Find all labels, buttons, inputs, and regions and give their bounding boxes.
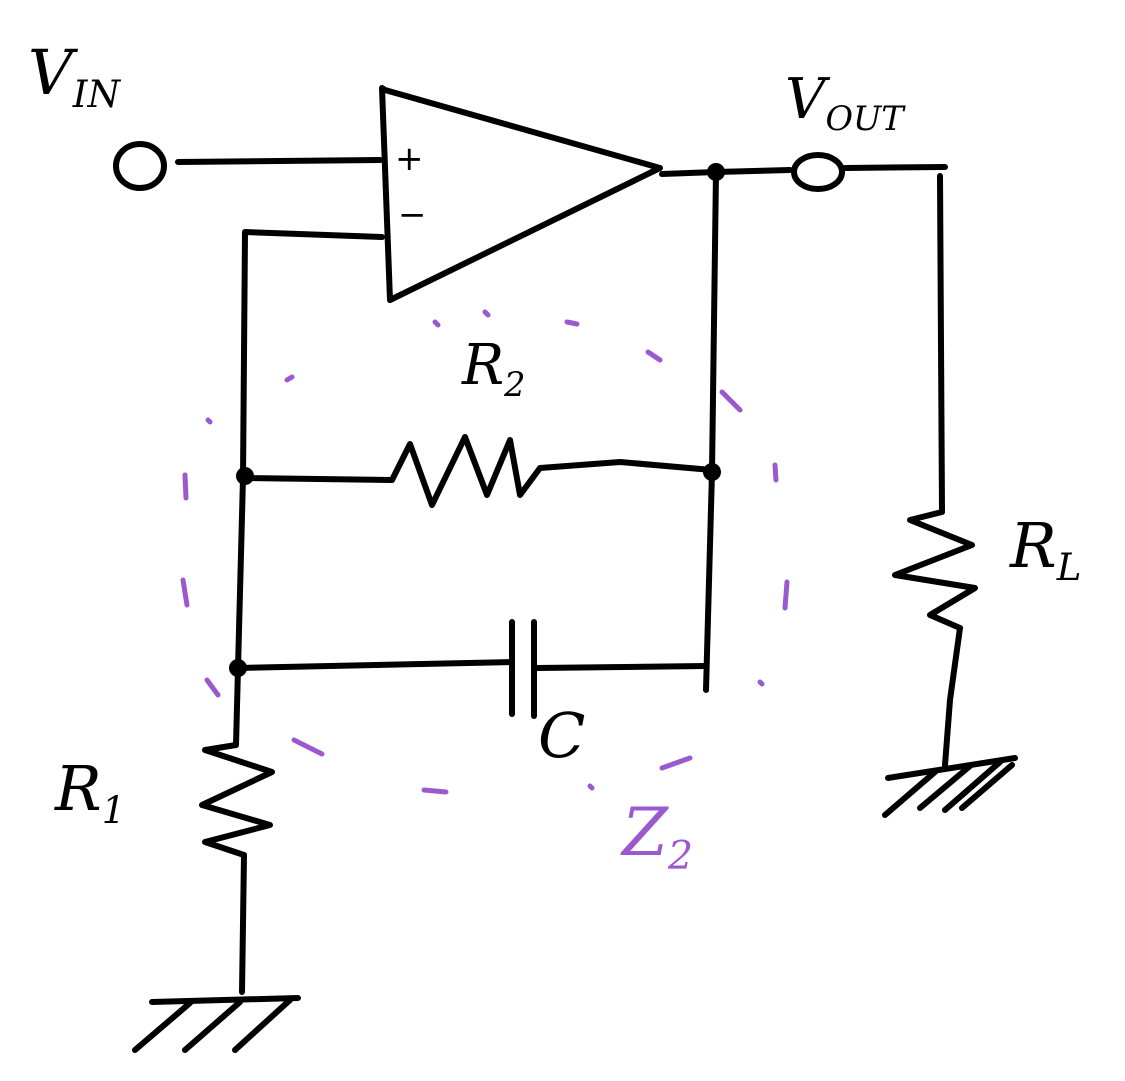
rl-resistor (892, 173, 978, 768)
label-vin-sub: IN (72, 72, 121, 117)
output-wire (659, 167, 793, 177)
node-left-lower (229, 659, 247, 677)
ground-right-hatch (882, 759, 1015, 818)
node-right-upper (703, 463, 721, 481)
label-rl-sub: L (1056, 545, 1082, 590)
label-vin-main: V (28, 36, 73, 109)
vout-terminal (791, 152, 845, 192)
label-z2: Z2 (622, 800, 693, 876)
r2-resistor (242, 434, 715, 508)
ground-right-bar (885, 755, 1018, 781)
r1-resistor (199, 665, 275, 995)
c-left-lead (235, 659, 515, 671)
ground-left-bar (149, 995, 301, 1005)
label-r1-sub: 1 (101, 788, 126, 833)
node-left-upper (236, 467, 254, 485)
label-rl-main: R (1010, 509, 1057, 582)
opamp-minus-sign: − (398, 195, 427, 235)
vout-wire (842, 164, 948, 171)
z2-boundary (180, 309, 790, 795)
ground-left-hatch (132, 997, 293, 1053)
label-rl: RL (1010, 515, 1081, 586)
label-z2-sub: 2 (667, 832, 694, 879)
opamp-triangle (379, 85, 663, 303)
label-r1-main: R (55, 752, 102, 825)
label-vout-main: V (785, 67, 826, 132)
label-vout: VOUT (785, 72, 904, 138)
label-r2-sub: 2 (504, 364, 526, 404)
vin-wire (175, 157, 383, 165)
label-r2: R2 (462, 338, 526, 404)
left-node-wire (235, 475, 246, 671)
label-z2-main: Z (622, 794, 668, 871)
feedback-right-wire (703, 169, 719, 693)
label-r1: R1 (55, 758, 125, 829)
node-output (707, 163, 725, 181)
label-vout-sub: OUT (825, 98, 904, 138)
c-right-lead (533, 663, 709, 671)
feedback-left-wire (240, 229, 385, 481)
label-c-main: C (538, 699, 586, 772)
label-c: C (538, 705, 585, 767)
label-r2-main: R (462, 333, 505, 398)
label-vin: VIN (28, 42, 120, 113)
vin-terminal (113, 141, 167, 191)
opamp-plus-sign: + (395, 139, 424, 179)
